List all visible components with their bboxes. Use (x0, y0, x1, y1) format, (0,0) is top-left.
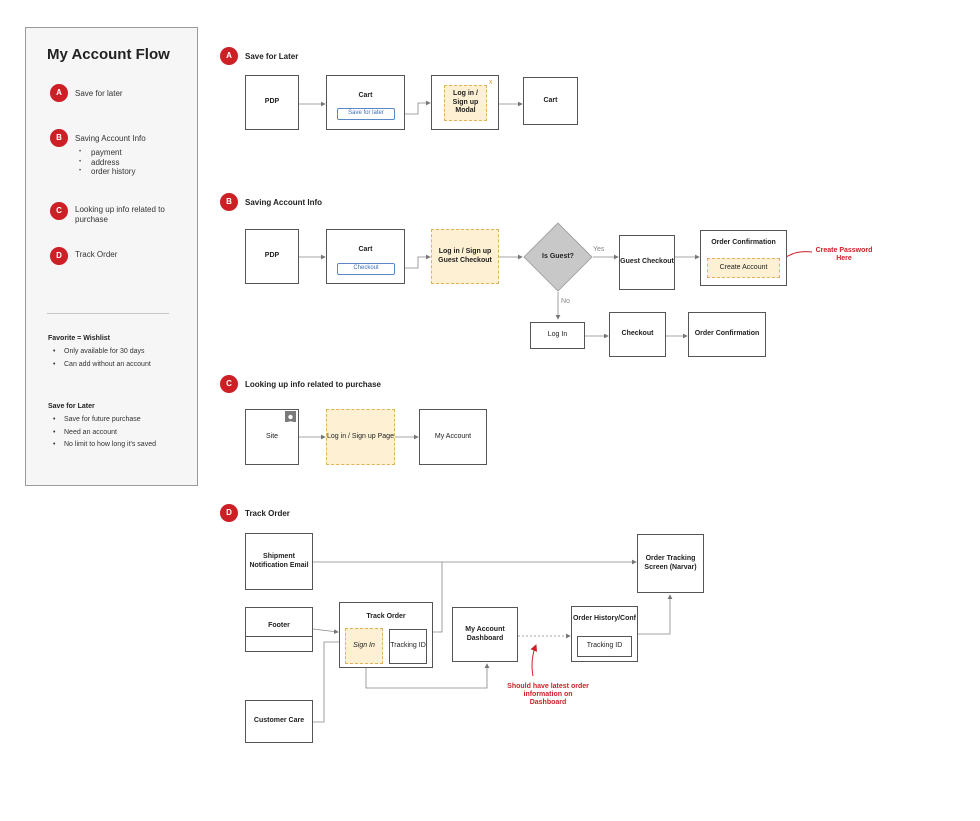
section-a-title: Save for Later (245, 52, 299, 61)
d-tracking-id-field[interactable]: Tracking ID (389, 629, 427, 664)
d-dashboard-node: My Account Dashboard (452, 607, 518, 662)
legend-label-d: Track Order (75, 250, 118, 259)
section-c-badge: C (220, 375, 238, 393)
section-b-badge: B (220, 193, 238, 211)
b-checkout-node: Checkout (609, 312, 666, 357)
b-decision-diamond (523, 222, 593, 292)
legend-subitem: payment (79, 148, 135, 158)
d-sign-in-button[interactable]: Sign In (345, 628, 383, 664)
b-decision-label: Is Guest? (542, 253, 574, 260)
b-guest-checkout-node: Guest Checkout (619, 235, 675, 290)
d-tracking-id2-field[interactable]: Tracking ID (577, 636, 632, 657)
favorite-bullets: Only available for 30 days Can add witho… (53, 348, 164, 373)
b-log-in-node: Log In (530, 322, 585, 349)
b-pdp-node: PDP (245, 229, 299, 284)
favorite-heading: Favorite = Wishlist (48, 335, 110, 342)
panel-divider (47, 313, 169, 314)
legend-label-c: Looking up info related to purchase (75, 205, 165, 224)
favorite-bullet: Can add without an account (53, 361, 164, 370)
a-cart-end-node: Cart (523, 77, 578, 125)
d-customer-care-node: Customer Care (245, 700, 313, 743)
d-tracking-screen-node: Order Tracking Screen (Narvar) (637, 534, 704, 593)
d-shipment-email-node: Shipment Notification Email (245, 533, 313, 590)
c-my-account-node: My Account (419, 409, 487, 465)
section-d-badge: D (220, 504, 238, 522)
section-b-title: Saving Account Info (245, 198, 323, 207)
section-d-title: Track Order (245, 509, 290, 518)
d-dashboard-note: Should have latest order information on … (507, 683, 589, 706)
legend-badge-d: D (50, 247, 68, 265)
a-login-modal-node: Log in / Sign up Modal (444, 85, 487, 121)
a-pdp-node: PDP (245, 75, 299, 130)
legend-subitem: address (79, 158, 135, 168)
save-later-bullet: Need an account (53, 429, 164, 438)
d-footer-node: Footer (245, 607, 313, 652)
panel-title: My Account Flow (47, 46, 170, 63)
legend-badge-b: B (50, 129, 68, 147)
favorite-bullet: Only available for 30 days (53, 348, 164, 357)
legend-label-b: Saving Account Info (75, 134, 146, 143)
save-later-heading: Save for Later (48, 403, 95, 410)
section-c-title: Looking up info related to purchase (245, 380, 382, 389)
b-create-password-note: Create Password Here (815, 247, 873, 262)
b-create-account-button[interactable]: Create Account (707, 258, 780, 278)
d-footer-divider (245, 636, 313, 637)
save-later-bullet: Save for future purchase (53, 416, 164, 425)
save-later-bullet: No limit to how long it's saved (53, 441, 164, 450)
legend-badge-a: A (50, 84, 68, 102)
user-icon (285, 411, 296, 424)
b-login-guest-node: Log in / Sign up Guest Checkout (431, 229, 499, 284)
c-login-page-node: Log in / Sign up Page (326, 409, 395, 465)
save-later-bullets: Save for future purchase Need an account… (53, 416, 164, 454)
legend-b-subitems: payment address order history (79, 148, 136, 177)
b-checkout-button[interactable]: Checkout (337, 263, 395, 275)
section-a-badge: A (220, 47, 238, 65)
legend-badge-c: C (50, 202, 68, 220)
b-yes-label: Yes (593, 246, 605, 253)
legend-subitem: order history (79, 167, 136, 177)
close-icon: x (489, 79, 493, 86)
legend-label-a: Save for later (75, 89, 123, 98)
a-cart-node: Cart (326, 75, 405, 130)
b-cart-node: Cart (326, 229, 405, 284)
b-order-confirmation-end-node: Order Confirmation (688, 312, 766, 357)
a-save-for-later-button[interactable]: Save for later (337, 108, 395, 120)
b-no-label: No (561, 298, 570, 305)
